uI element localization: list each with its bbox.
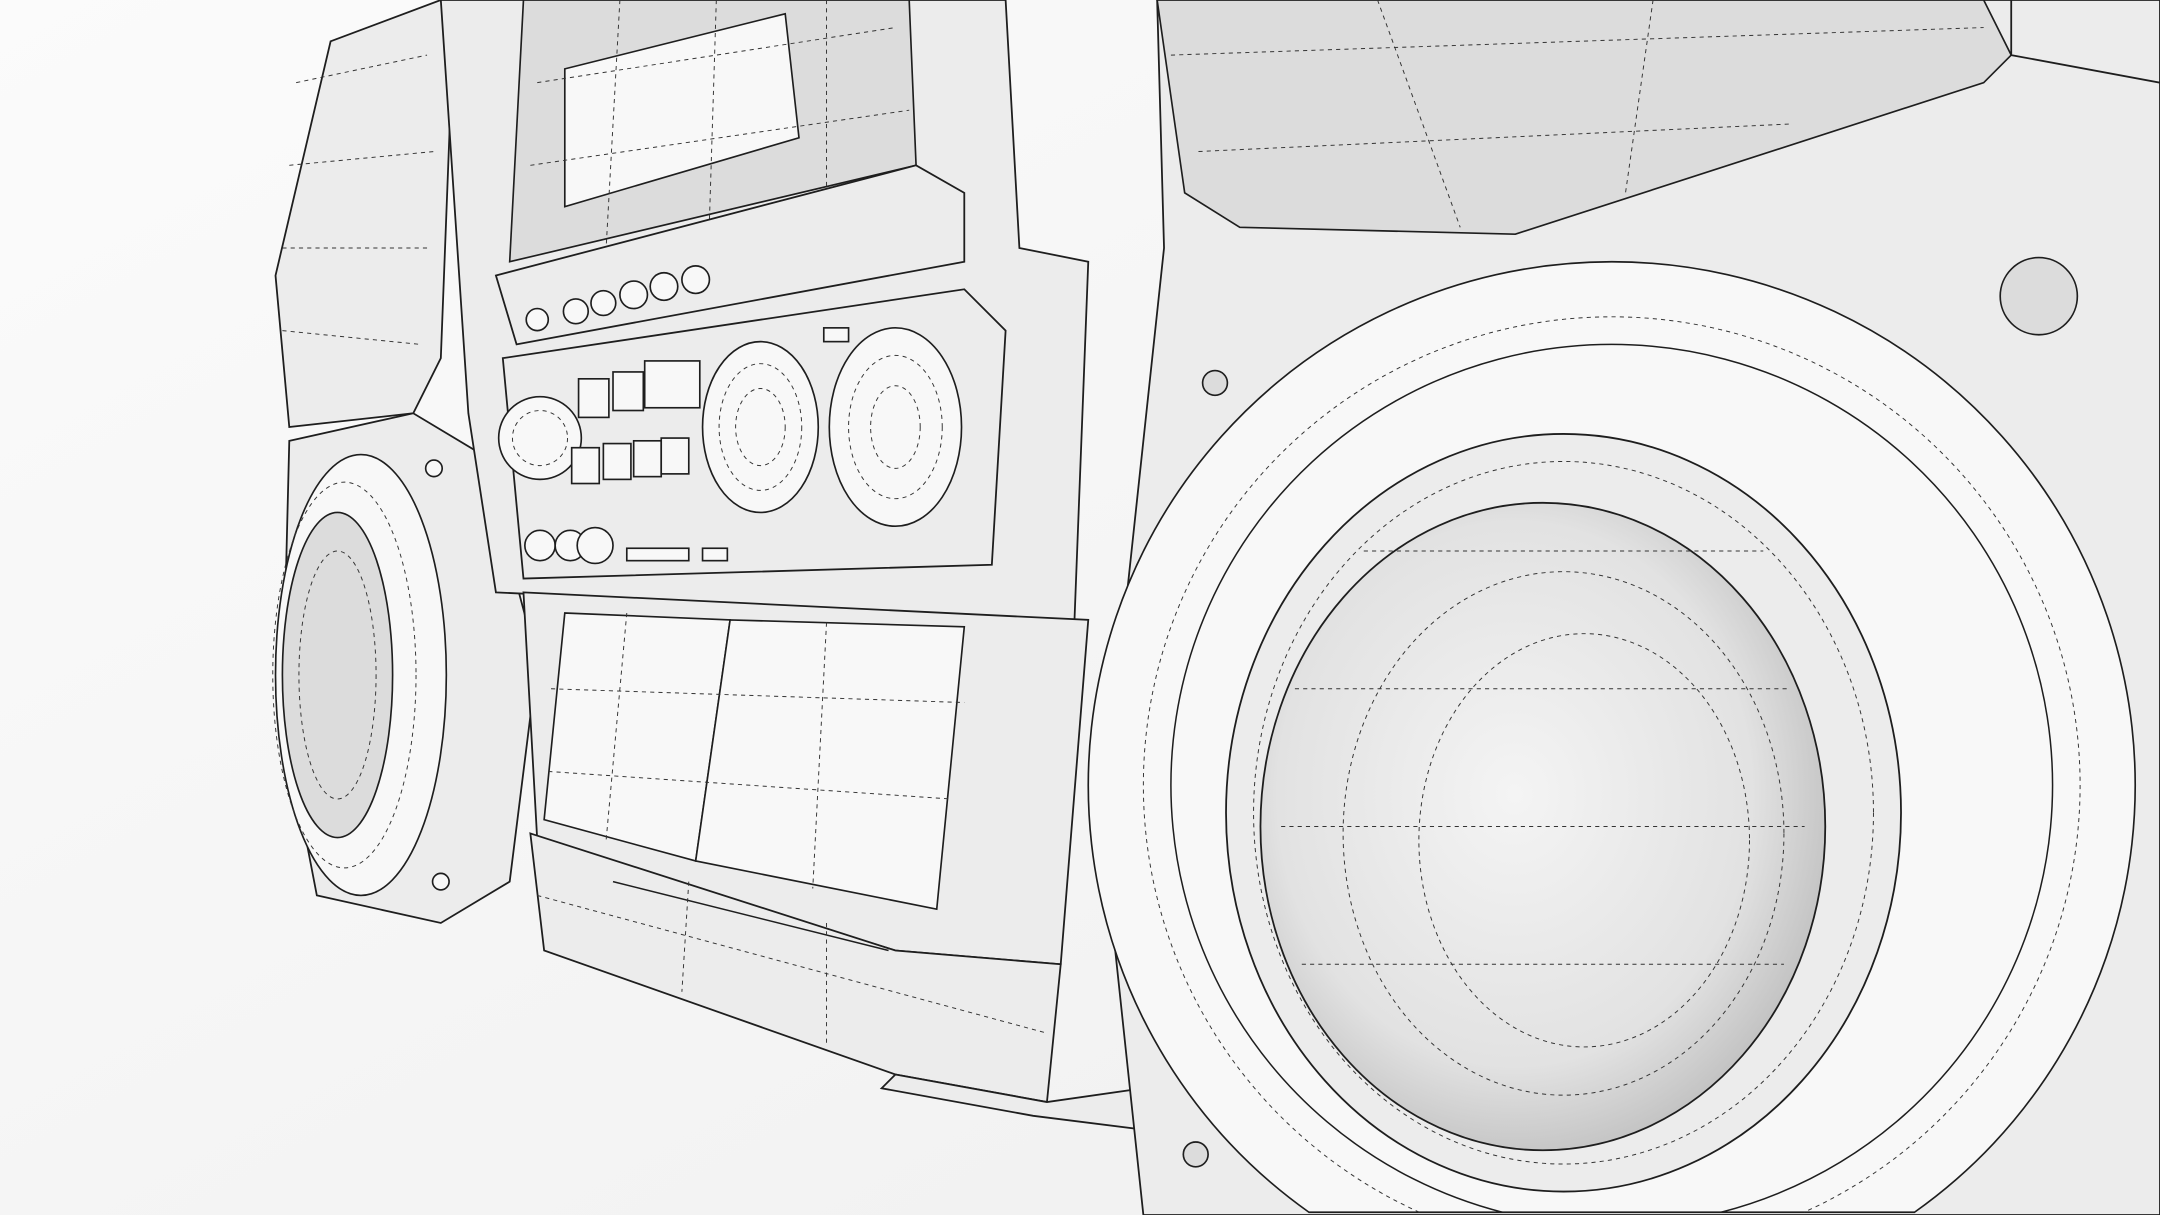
button[interactable] — [602, 442, 632, 481]
screw-hole-icon — [1182, 1141, 1209, 1168]
left-speaker-cone — [281, 511, 394, 839]
button[interactable] — [649, 271, 679, 302]
main-unit — [439, 0, 1145, 1131]
button[interactable] — [619, 280, 649, 310]
subwoofer — [1087, 0, 2160, 1215]
button[interactable] — [632, 439, 663, 478]
disc-dials — [701, 327, 963, 528]
button-row — [525, 265, 711, 332]
button[interactable] — [525, 307, 550, 332]
knob[interactable] — [576, 526, 614, 565]
button[interactable] — [577, 378, 610, 419]
screw-hole-icon — [431, 872, 450, 891]
button[interactable] — [570, 446, 601, 485]
left-speaker — [272, 0, 539, 924]
screw-hole-icon — [1201, 369, 1229, 397]
knob[interactable] — [524, 529, 556, 562]
button[interactable] — [681, 265, 711, 295]
dial-right[interactable] — [828, 327, 963, 528]
button[interactable] — [562, 298, 590, 325]
dial-left[interactable] — [701, 340, 820, 514]
screw-hole-icon — [424, 459, 444, 478]
subwoofer-cone — [1259, 501, 1827, 1152]
button[interactable] — [660, 437, 690, 475]
button[interactable] — [612, 371, 645, 412]
button[interactable] — [643, 360, 701, 409]
control-panel — [524, 360, 729, 565]
volume-knob[interactable] — [497, 395, 583, 481]
screw-hole-icon — [1999, 256, 2079, 336]
button[interactable] — [590, 289, 617, 317]
cassette-door-right[interactable] — [694, 619, 966, 911]
